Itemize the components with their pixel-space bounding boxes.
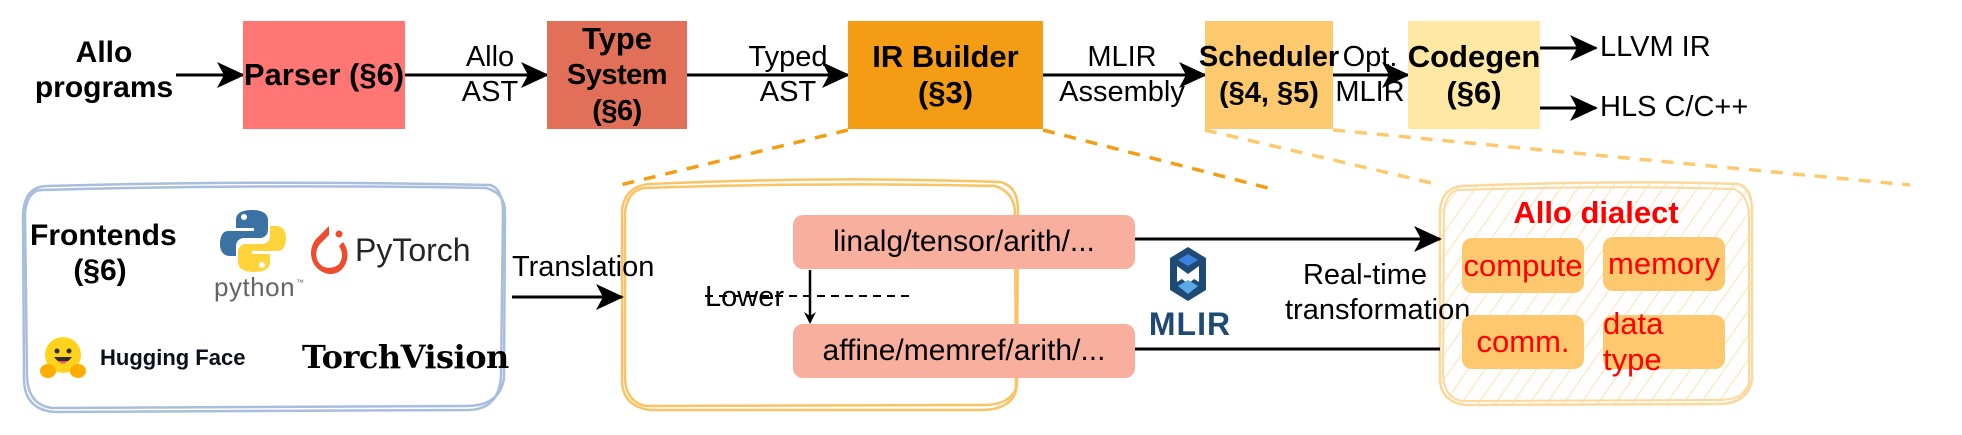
pytorch-wordmark: PyTorch: [355, 232, 471, 268]
stage-scheduler-line2: (§4, §5): [1219, 77, 1319, 109]
frontends-title-line2: (§6): [73, 254, 127, 287]
lower-label: Lower: [705, 281, 784, 313]
output-llvm-ir: LLVM IR: [1600, 31, 1711, 63]
allo-dialect-item-comm[interactable]: comm.: [1462, 315, 1584, 369]
stage-scheduler[interactable]: Scheduler (§4, §5): [1199, 21, 1339, 129]
mlir-logo: MLIR: [1140, 246, 1240, 346]
allo-dialect-item-memory[interactable]: memory: [1603, 237, 1725, 291]
frontends-title: Frontends (§6): [30, 218, 177, 288]
input-label-line2: programs: [34, 71, 174, 104]
pytorch-logo: PyTorch: [305, 222, 505, 282]
frontends-border: [21, 181, 507, 414]
stage-ir-builder-line2: (§3): [917, 75, 974, 110]
python-icon: [220, 210, 286, 272]
dashed-sched-right: [1332, 128, 1911, 187]
upper-dialects-pill: linalg/tensor/arith/...: [793, 215, 1135, 269]
edge-label-typed-ast-bottom: AST: [759, 76, 817, 108]
mlir-box-border: [620, 178, 1020, 412]
translation-label: Translation: [512, 251, 655, 283]
huggingface-logo: Hugging Face: [38, 335, 278, 385]
torchvision-logo: TorchVision: [302, 338, 509, 376]
allo-dialect-title: Allo dialect: [1513, 195, 1679, 230]
stage-ir-builder-line1: IR Builder: [872, 39, 1019, 74]
mlir-wordmark: MLIR: [1148, 306, 1232, 342]
transform-label: Real-time transformation: [1285, 258, 1471, 328]
dashed-sched-left: [1204, 128, 1441, 187]
edge-label-opt-mlir: Opt. MLIR: [1332, 40, 1408, 110]
python-wordmark: python: [214, 272, 296, 302]
allo-dialect-item-compute[interactable]: compute: [1462, 238, 1584, 293]
frontends-title-line1: Frontends: [30, 219, 177, 252]
stage-codegen[interactable]: Codegen (§6): [1408, 21, 1540, 129]
stage-ir-builder[interactable]: IR Builder (§3): [848, 21, 1043, 129]
stage-type-system[interactable]: Type System (§6): [547, 21, 687, 129]
stage-scheduler-line1: Scheduler: [1198, 41, 1340, 73]
edge-label-allo-ast: Allo AST: [445, 40, 535, 110]
edge-label-mlir-assembly: MLIR Assembly: [1046, 40, 1198, 110]
stage-type-system-line2: System (§6): [566, 59, 668, 127]
python-trademark: ™: [296, 278, 304, 287]
edge-label-opt-mlir-top: Opt.: [1342, 41, 1398, 73]
edge-label-allo-ast-bottom: AST: [461, 76, 519, 108]
transform-label-line1: Real-time: [1302, 259, 1428, 291]
huggingface-emoji-icon: [40, 337, 86, 378]
edge-label-typed-ast: Typed AST: [738, 40, 838, 110]
stage-codegen-line1: Codegen: [1407, 39, 1541, 74]
edge-label-allo-ast-top: Allo: [465, 41, 515, 73]
allo-dialect-item-data-type[interactable]: data type: [1603, 306, 1725, 377]
edge-label-opt-mlir-bottom: MLIR: [1335, 76, 1405, 108]
edge-label-mlir-assembly-top: MLIR: [1087, 41, 1157, 73]
dashed-ir-left: [619, 128, 849, 187]
stage-parser[interactable]: Parser (§6): [243, 21, 405, 129]
python-logo: python ™: [202, 208, 304, 308]
stage-type-system-line1: Type: [581, 21, 653, 56]
input-label: Allo programs: [24, 35, 184, 105]
lower-dialects-pill: affine/memref/arith/...: [793, 324, 1135, 378]
edge-label-mlir-assembly-bottom: Assembly: [1059, 76, 1185, 108]
stage-codegen-line2: (§6): [1446, 75, 1502, 110]
mlir-hexagon-icon: [1170, 247, 1206, 301]
transform-label-line2: transformation: [1285, 294, 1471, 326]
input-label-line1: Allo: [75, 36, 133, 69]
huggingface-wordmark: Hugging Face: [100, 345, 246, 370]
stage-parser-label: Parser (§6): [243, 57, 405, 92]
output-hls-cpp: HLS C/C++: [1600, 91, 1749, 123]
pytorch-flame-icon: [311, 226, 348, 274]
edge-label-typed-ast-top: Typed: [748, 41, 828, 73]
dashed-ir-right: [1042, 128, 1269, 190]
